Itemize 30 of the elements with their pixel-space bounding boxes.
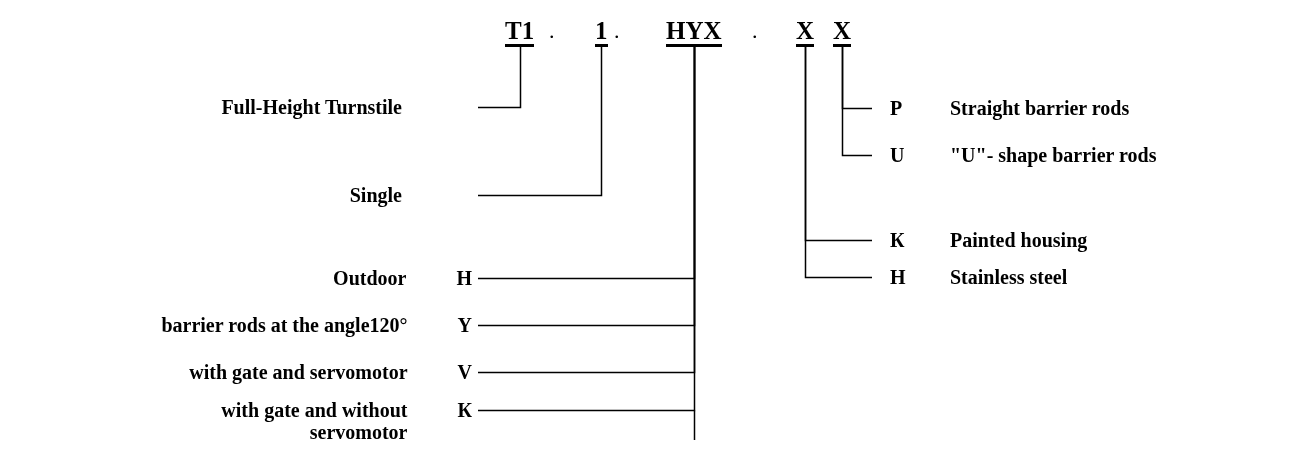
code-segment: X [833,18,852,47]
option-code: К [457,399,472,421]
option-code: U [890,144,906,166]
option-code: V [457,361,472,383]
option-code: H [456,267,472,289]
option-description: Painted housing [950,229,1088,251]
code-segment: T1 [505,18,535,47]
option-description: "U"- shape barrier rods [950,144,1157,166]
option-description: Straight barrier rods [950,97,1130,119]
code-segment: HYX [666,18,722,47]
leader-line [477,46,603,197]
leader-line [841,46,873,157]
code-segment: X [796,18,815,47]
separator-dot: . [549,18,555,44]
option-code: К [890,229,906,251]
option-code: P [890,97,904,119]
option-code: H [890,266,907,288]
separator-dot: . [614,18,620,44]
option-code: Y [457,314,472,336]
code-segment: 1 [595,18,608,47]
leader-line [477,46,522,109]
option-description: barrier rods at the angle120° [161,314,408,336]
leader-line [804,46,873,279]
separator-dot: . [752,18,758,44]
option-description: Single [349,184,402,206]
option-description: with gate and without servomotor [220,399,408,443]
option-description: Stainless steel [950,266,1068,288]
option-description: Full-Height Turnstile [221,96,402,118]
option-description: with gate and servomotor [189,361,408,383]
option-description: Outdoor [333,267,407,289]
